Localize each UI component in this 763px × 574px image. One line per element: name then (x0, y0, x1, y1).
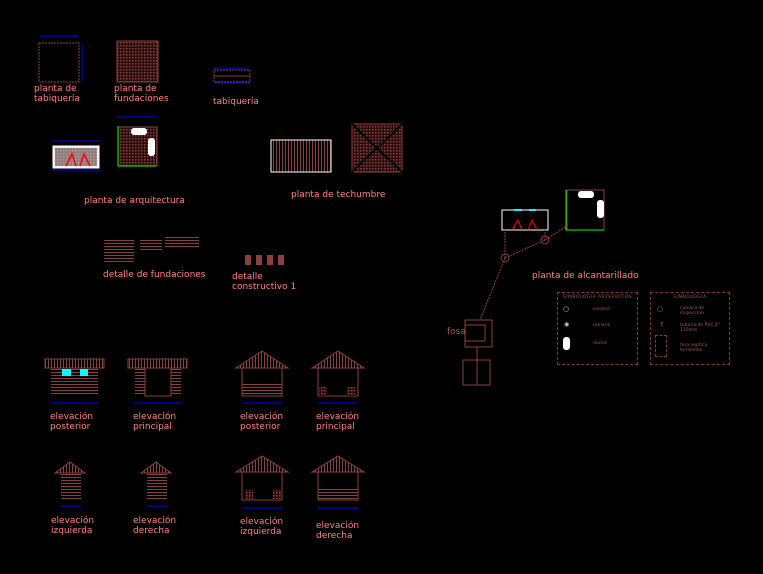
pipe-arrow-icon: ↑ (659, 321, 665, 329)
label-line: posterior (50, 422, 91, 432)
toilet-icon: ○ (563, 305, 570, 313)
label-line: elevación (133, 516, 177, 526)
plan-techumbre (270, 123, 403, 173)
label-line: fundaciones (114, 94, 169, 104)
label-line: elevación (51, 516, 95, 526)
legend-item: tuberia de PVC 4" 110mm (680, 323, 720, 333)
label-line: elevación (50, 412, 94, 422)
label-line: tabiquería (34, 94, 80, 104)
legend-simbologia: SIMBOLOGIA ○ camara de inspeccion ↑ tube… (650, 292, 730, 365)
label-line: posterior (240, 422, 281, 432)
label-line: izquierda (240, 527, 282, 537)
elevations-row1 (44, 350, 366, 404)
inspection-chamber-icon: ○ (657, 305, 664, 313)
plan-fundaciones (116, 40, 159, 83)
plan-tabiqueria-detail (213, 67, 251, 84)
label-line: planta de (34, 84, 77, 94)
legend-item: fosa septica horizontal (680, 343, 708, 353)
plan-alcantarillado (462, 189, 605, 386)
label-planta-alcantarillado: planta de alcantarillado (532, 271, 639, 281)
label-line: elevación (240, 517, 284, 527)
septic-tank-icon (655, 335, 667, 357)
legend-item: ducha (593, 341, 607, 346)
label-planta-techumbre: planta de techumbre (291, 190, 386, 200)
label-line: principal (316, 422, 355, 432)
plan-tabiqueria (38, 35, 83, 83)
legend-artefactos: SIMBOLOGIA ARTEFACTOS ○ inodoro ◉ urinar… (557, 292, 638, 365)
label-line: constructivo 1 (232, 282, 297, 292)
legend-item: camara de inspeccion (680, 306, 705, 316)
label-planta-arquitectura: planta de arquitectura (84, 196, 185, 206)
legend-item: urinario (593, 323, 611, 328)
legend-title: SIMBOLOGIA ARTEFACTOS (562, 295, 633, 300)
legend-item: inodoro (593, 307, 610, 312)
label-line: derecha (133, 526, 170, 536)
legend-title: SIMBOLOGIA (673, 295, 707, 300)
label-line: planta de (114, 84, 157, 94)
label-fosa: fosa (447, 327, 466, 337)
label-line: derecha (316, 531, 353, 541)
label-line: elevación (133, 412, 177, 422)
shower-icon (563, 337, 570, 350)
plan-arquitectura (52, 116, 158, 171)
label-line: elevación (316, 412, 360, 422)
elevations-row2 (53, 455, 366, 509)
label-line: elevación (240, 412, 284, 422)
label-detalle-fundaciones: detalle de fundaciones (103, 270, 206, 280)
urinal-icon: ◉ (564, 321, 570, 328)
label-line: izquierda (51, 526, 93, 536)
label-line: detalle (232, 272, 263, 282)
label-line: elevación (316, 521, 360, 531)
detalle-constructivo (245, 255, 284, 265)
label-tabiqueria: tabiquería (213, 97, 259, 107)
label-line: principal (133, 422, 172, 432)
detalle-fundaciones (104, 236, 199, 262)
